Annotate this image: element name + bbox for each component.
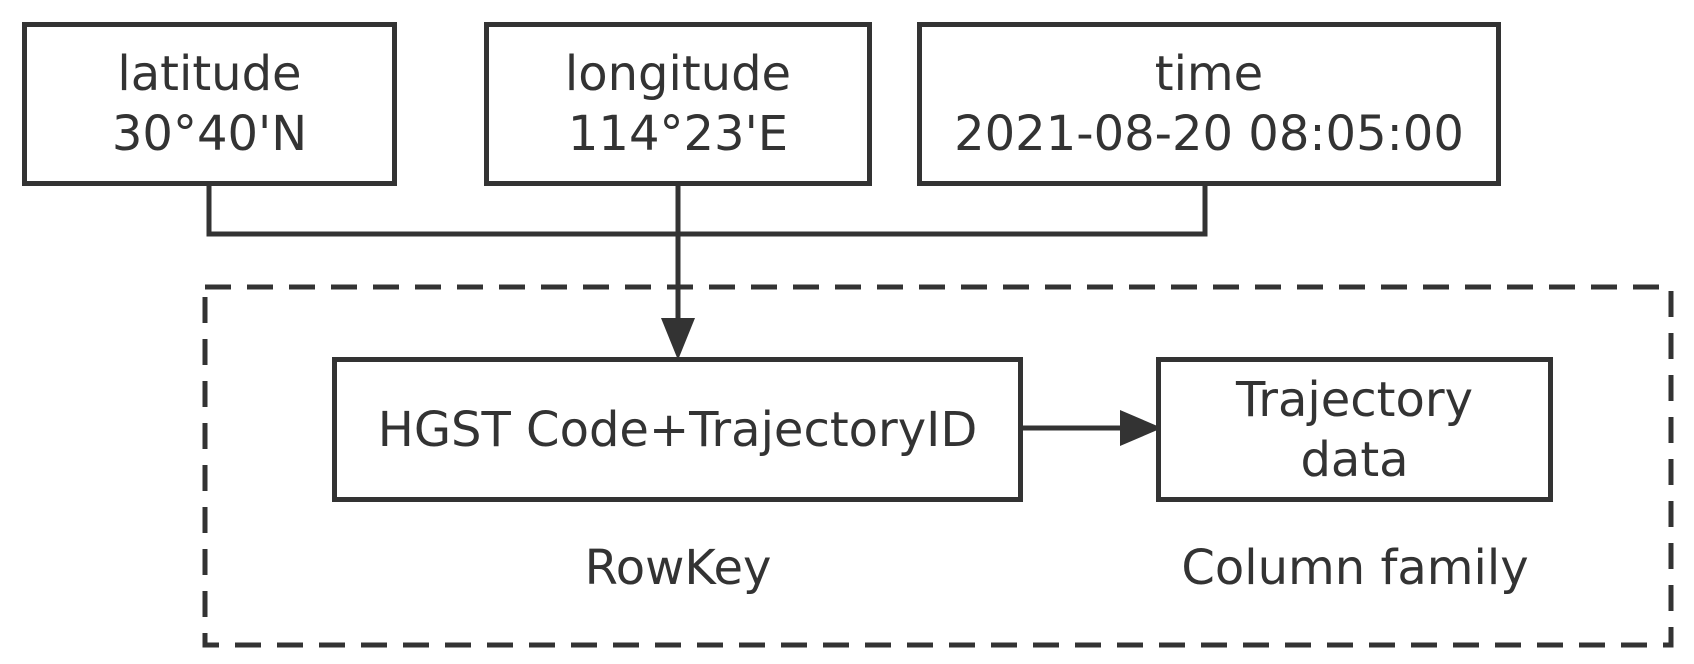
rowkey-box-text: HGST Code+TrajectoryID xyxy=(377,401,978,458)
table-region-dashed xyxy=(202,284,1674,648)
longitude-box: longitude 114°23'E xyxy=(484,22,872,186)
latitude-box: latitude 30°40'N xyxy=(22,22,397,186)
time-box: time 2021-08-20 08:05:00 xyxy=(917,22,1501,186)
longitude-label: longitude xyxy=(564,46,792,102)
longitude-value: 114°23'E xyxy=(567,106,789,162)
column-family-box: Trajectory data xyxy=(1156,357,1553,502)
time-label: time xyxy=(1154,46,1264,102)
column-family-caption: Column family xyxy=(1181,540,1529,596)
rowkey-box: HGST Code+TrajectoryID xyxy=(332,357,1023,502)
column-family-arrowhead xyxy=(1120,410,1162,446)
time-value: 2021-08-20 08:05:00 xyxy=(954,106,1464,162)
latitude-value: 30°40'N xyxy=(111,106,308,162)
column-family-line2: data xyxy=(1300,431,1409,488)
rowkey-caption: RowKey xyxy=(584,540,772,596)
latitude-label: latitude xyxy=(117,46,302,102)
column-family-line1: Trajectory xyxy=(1236,371,1473,428)
input-merge-bracket xyxy=(206,184,1208,237)
rowkey-arrowhead xyxy=(661,318,695,360)
